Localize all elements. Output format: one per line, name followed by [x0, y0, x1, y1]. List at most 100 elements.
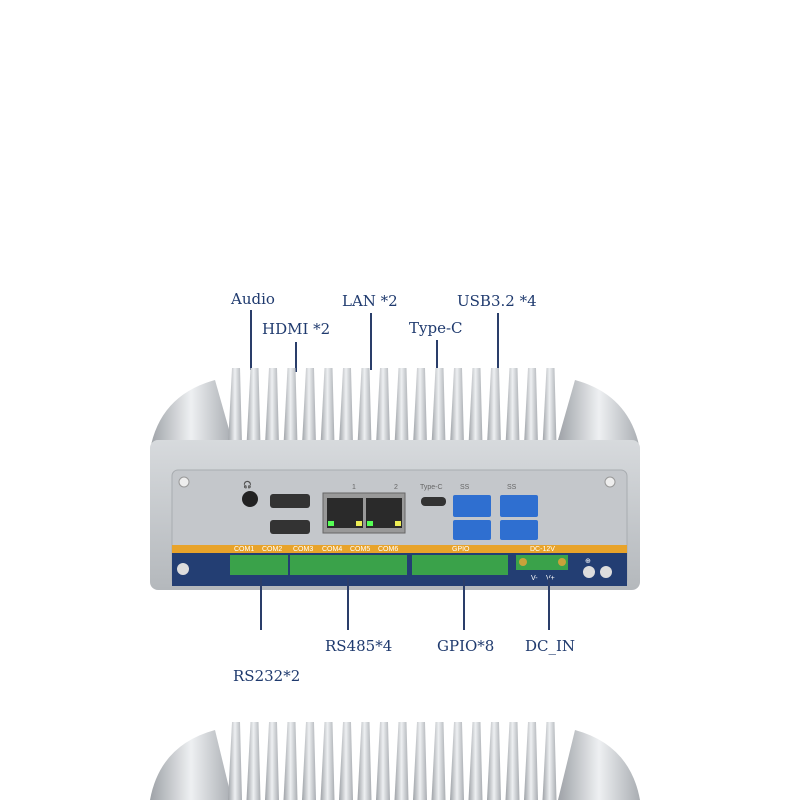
screw-icon	[177, 563, 189, 575]
heatsink-fin	[394, 722, 409, 800]
heatsink-wing-left	[150, 380, 232, 450]
heatsink-fin	[376, 722, 390, 800]
dc-screw	[558, 558, 566, 566]
dc-panel-label: DC-12V	[530, 546, 555, 553]
heatsink-fin	[246, 368, 261, 445]
heatsink-fin	[431, 722, 446, 800]
hdmi-port-1	[270, 494, 310, 508]
callout-line	[548, 578, 550, 630]
usb-logo: SS	[507, 484, 517, 491]
ground-icon: ⊕	[585, 558, 591, 565]
callout-audio-label: Audio	[231, 290, 275, 308]
v-minus-label: V-	[531, 575, 538, 582]
lan-led	[328, 521, 334, 526]
typec-port	[421, 497, 446, 506]
v-plus-label: V+	[546, 575, 555, 582]
mini-pc-second-view	[150, 722, 640, 800]
mini-pc-front: 🎧 1 2 Type-C SS SS COM1 COM2 COM3 COM4 C…	[150, 368, 640, 590]
callout-rs485-label: RS485*4	[325, 637, 393, 655]
lan-led	[356, 521, 362, 526]
heatsink-fin	[468, 368, 483, 445]
heatsink-fin	[265, 368, 279, 445]
heatsink-fin	[413, 368, 427, 445]
lan-led	[367, 521, 373, 526]
heatsink-fin	[542, 368, 557, 445]
screw-icon	[178, 476, 190, 488]
com3-label: COM3	[293, 546, 313, 553]
heatsink-fin	[339, 368, 353, 445]
dc-terminal	[516, 555, 568, 570]
callout-gpio-label: GPIO*8	[437, 637, 495, 655]
callout-line	[260, 578, 262, 630]
gpio-terminal	[412, 555, 508, 575]
com6-label: COM6	[378, 546, 398, 553]
callout-line	[497, 313, 499, 371]
callout-hdmi-label: HDMI *2	[262, 320, 331, 338]
callout-line	[436, 340, 438, 372]
heatsink-fin	[320, 368, 335, 445]
heatsink-fin	[302, 722, 316, 800]
audio-jack	[242, 491, 258, 507]
usb-port	[500, 495, 538, 517]
callout-lan-label: LAN *2	[342, 292, 398, 310]
callout-line	[295, 342, 297, 372]
heatsink-fin	[339, 722, 353, 800]
usb-port	[500, 520, 538, 540]
screw-icon	[604, 476, 616, 488]
rs232-terminal	[230, 555, 288, 575]
heatsink-wing-right	[558, 380, 640, 450]
heatsink-fin	[246, 722, 261, 800]
heatsink-fin	[228, 368, 242, 445]
heatsink-fin	[450, 368, 464, 445]
heatsink-fin	[376, 368, 390, 445]
lan-led	[395, 521, 401, 526]
screw-icon	[600, 566, 612, 578]
heatsink-fin	[487, 722, 501, 800]
callout-usb-label: USB3.2 *4	[457, 292, 537, 310]
heatsink-fin	[524, 722, 538, 800]
heatsink-fin	[524, 368, 538, 445]
heatsink-fin	[283, 722, 298, 800]
com5-label: COM5	[350, 546, 370, 553]
heatsink-fin	[505, 368, 520, 445]
orange-strip	[172, 545, 627, 553]
callout-line	[250, 310, 252, 370]
typec-panel-label: Type-C	[420, 484, 443, 491]
heatsink-fin	[302, 368, 316, 445]
callout-line	[370, 313, 372, 370]
dc-screw	[519, 558, 527, 566]
com1-label: COM1	[234, 546, 254, 553]
audio-icon: 🎧	[243, 480, 252, 489]
heatsink-fin	[542, 722, 557, 800]
callout-line	[347, 578, 349, 630]
com2-label: COM2	[262, 546, 282, 553]
rs485-terminal	[290, 555, 407, 575]
heatsink-fin	[450, 722, 464, 800]
heatsink-fin	[431, 368, 446, 445]
usb-port	[453, 520, 491, 540]
heatsink-fin	[320, 722, 335, 800]
ground-screw	[583, 566, 595, 578]
heatsink-fin	[505, 722, 520, 800]
gpio-panel-label: GPIO	[452, 546, 470, 553]
heatsink-fin	[228, 722, 242, 800]
heatsink-fin	[413, 722, 427, 800]
lan1-label: 1	[352, 484, 356, 491]
callout-dc-in-label: DC_IN	[525, 637, 576, 655]
usb-logo: SS	[460, 484, 470, 491]
heatsink-fin	[283, 368, 298, 445]
heatsink-fin	[357, 368, 372, 445]
heatsink-fin	[487, 368, 501, 445]
usb-port	[453, 495, 491, 517]
heatsink-fin	[468, 722, 483, 800]
lan2-label: 2	[394, 484, 398, 491]
heatsink-fin	[357, 722, 372, 800]
hdmi-port-2	[270, 520, 310, 534]
callout-line	[463, 578, 465, 630]
callout-rs232-label: RS232*2	[233, 667, 301, 685]
com4-label: COM4	[322, 546, 342, 553]
callout-typec-label: Type-C	[409, 319, 463, 337]
heatsink-fin	[265, 722, 279, 800]
heatsink-fin	[394, 368, 409, 445]
